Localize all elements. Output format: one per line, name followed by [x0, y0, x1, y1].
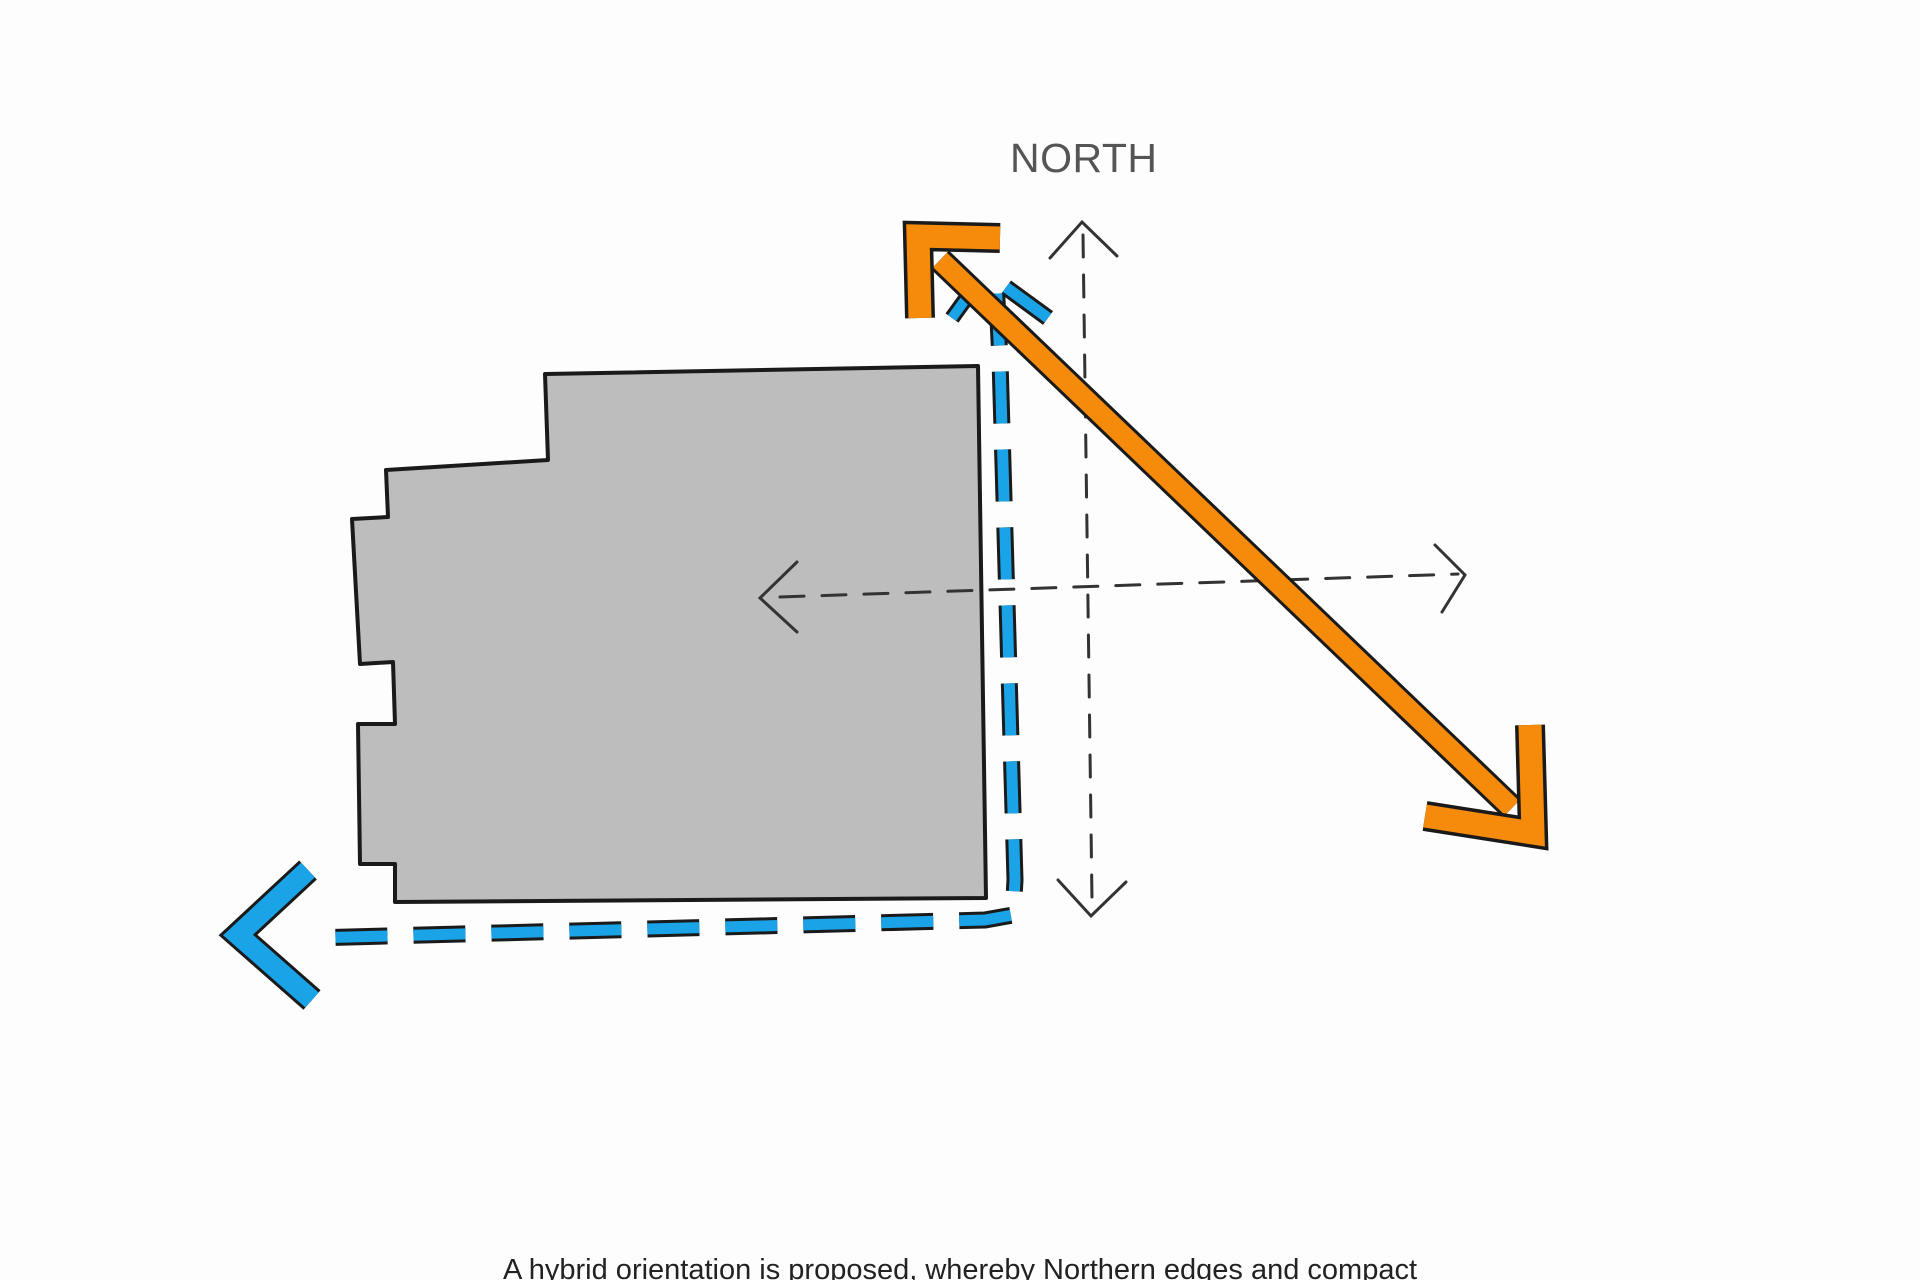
north-south-axis-line — [1081, 233, 1094, 902]
east-west-axis — [757, 543, 1467, 634]
axis-arrowhead-west — [757, 560, 799, 634]
north-label: NORTH — [1010, 135, 1158, 181]
blue-edge-path — [218, 271, 1054, 1010]
orange-diagonal-arrow — [902, 220, 1549, 851]
building-footprint — [350, 364, 988, 904]
east-west-axis-line — [778, 572, 1460, 599]
north-south-axis — [1048, 219, 1128, 919]
axis-arrowhead-east — [1433, 543, 1467, 614]
axis-arrowhead-north — [1048, 219, 1119, 260]
diagram-caption: A hybrid orientation is proposed, whereb… — [502, 1254, 1418, 1280]
axis-arrowhead-south — [1056, 878, 1128, 919]
